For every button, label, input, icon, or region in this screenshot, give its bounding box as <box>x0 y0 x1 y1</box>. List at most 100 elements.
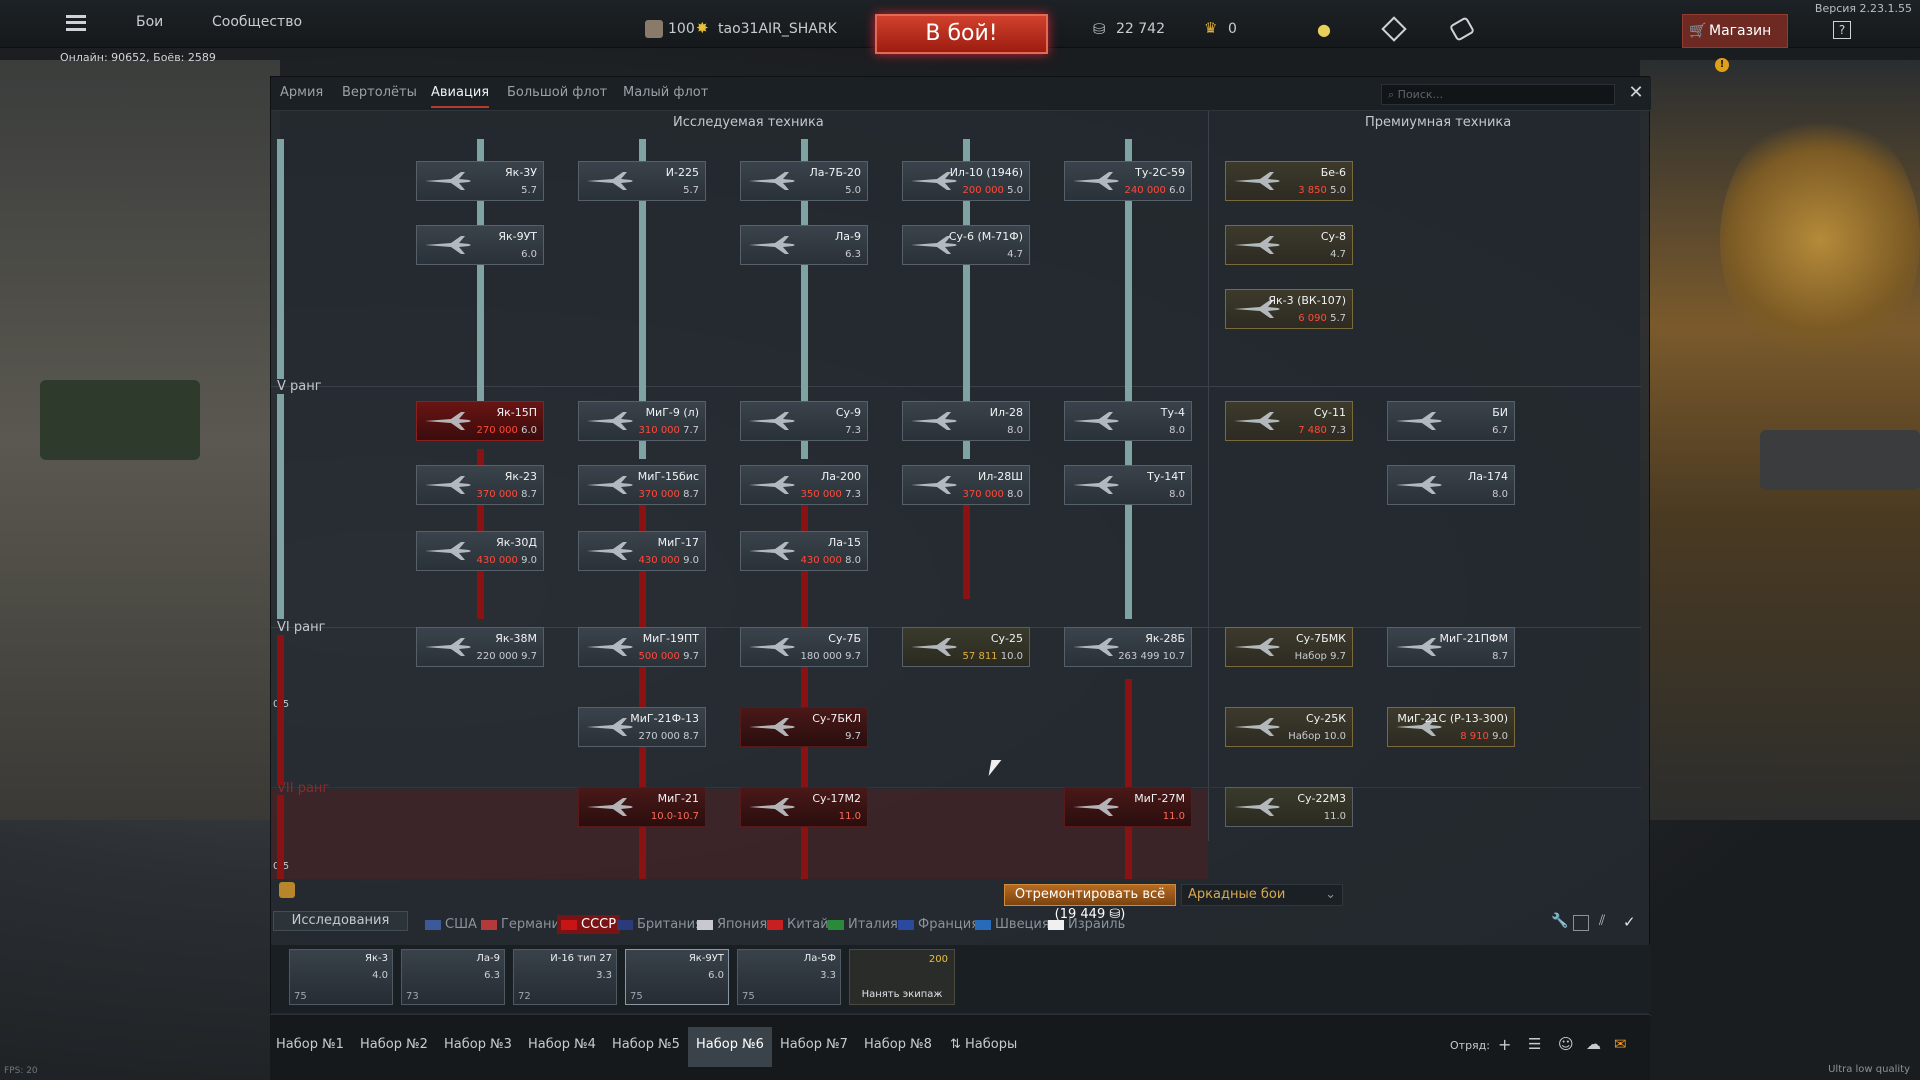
preset-3[interactable]: Набор №3 <box>444 1037 512 1052</box>
preset-4[interactable]: Набор №4 <box>528 1037 596 1052</box>
research-button[interactable]: Исследования <box>273 911 408 931</box>
vehicle-card[interactable]: Ил-10 (1946)200 000 5.0 <box>902 161 1030 201</box>
repair-all-button[interactable]: Отремонтировать всё (19 449 ⛁) <box>1004 884 1176 922</box>
list-icon[interactable]: ☰ <box>1528 1035 1542 1053</box>
nation-china[interactable]: Китай <box>763 915 833 934</box>
lightbulb-icon[interactable]: ● <box>1317 20 1331 39</box>
add-icon[interactable]: + <box>1498 1035 1512 1054</box>
wrench-icon[interactable]: 🔧 <box>1551 913 1569 929</box>
preset-7[interactable]: Набор №7 <box>780 1037 848 1052</box>
tab-helicopters[interactable]: Вертолёты <box>342 85 417 100</box>
vehicle-card[interactable]: Су-6 (М-71Ф)4.7 <box>902 225 1030 265</box>
nation-italy[interactable]: Италия <box>824 915 902 934</box>
help-button[interactable]: ? <box>1833 21 1851 39</box>
nation-britain[interactable]: Британия <box>613 915 707 934</box>
battles-menu[interactable]: Бои <box>136 14 164 30</box>
nation-france[interactable]: Франция <box>894 915 983 934</box>
preset-6[interactable]: Набор №6 <box>688 1027 772 1067</box>
preset-2[interactable]: Набор №2 <box>360 1037 428 1052</box>
avatar[interactable] <box>645 20 663 38</box>
mail-icon[interactable]: ✉ <box>1614 1035 1627 1053</box>
nation-israel[interactable]: Израиль <box>1044 915 1129 934</box>
silver-balance[interactable]: 22 742 <box>1116 21 1165 37</box>
warbond-icon[interactable] <box>1448 16 1476 42</box>
game-mode-dropdown[interactable]: Аркадные бои⌄ <box>1181 884 1343 906</box>
nickname[interactable]: tao31AIR_SHARK <box>718 21 837 37</box>
tab-army[interactable]: Армия <box>280 85 324 100</box>
vehicle-card[interactable]: МиГ-9 (л)310 000 7.7 <box>578 401 706 441</box>
search-input[interactable]: ⌕ Поиск... <box>1381 84 1615 105</box>
checkmark-icon[interactable]: ✓ <box>1623 913 1636 931</box>
contacts-icon[interactable]: ☺ <box>1558 1035 1574 1053</box>
preset-8[interactable]: Набор №8 <box>864 1037 932 1052</box>
premium-diamond-icon[interactable] <box>1381 16 1407 42</box>
to-battle-button[interactable]: В бой! <box>875 14 1048 54</box>
nation-japan[interactable]: Япония <box>693 915 771 934</box>
presets-button[interactable]: ⇅ Наборы <box>950 1037 1017 1052</box>
gold-balance[interactable]: 0 <box>1228 21 1237 37</box>
premium-vehicle-card[interactable]: Як-3 (ВК-107)6 090 5.7 <box>1225 289 1353 329</box>
hire-crew-button[interactable]: 200 Нанять экипаж <box>849 949 955 1005</box>
nation-ussr[interactable]: СССР <box>557 915 621 934</box>
nation-germany[interactable]: Германия <box>477 915 572 934</box>
menu-icon[interactable] <box>66 15 86 31</box>
shop-button[interactable]: 🛒 Магазин ! <box>1682 14 1788 72</box>
preset-1[interactable]: Набор №1 <box>276 1037 344 1052</box>
filter-icon[interactable]: ⫽ <box>1599 913 1606 929</box>
preset-5[interactable]: Набор №5 <box>612 1037 680 1052</box>
tab-aviation[interactable]: Авиация <box>431 85 490 108</box>
tab-bluewater-fleet[interactable]: Большой флот <box>507 85 608 100</box>
close-button[interactable]: ✕ <box>1628 82 1644 103</box>
nation-usa[interactable]: США <box>421 915 481 934</box>
premium-vehicle-card[interactable]: МиГ-21С (Р-13-300)8 910 9.0 <box>1387 707 1515 747</box>
community-menu[interactable]: Сообщество <box>212 14 303 30</box>
tab-coastal-fleet[interactable]: Малый флот <box>623 85 709 100</box>
shield-icon[interactable] <box>279 882 295 898</box>
checkbox[interactable] <box>1573 915 1589 931</box>
nation-sweden[interactable]: Швеция <box>971 915 1054 934</box>
chat-icon[interactable]: ☁ <box>1586 1035 1601 1053</box>
